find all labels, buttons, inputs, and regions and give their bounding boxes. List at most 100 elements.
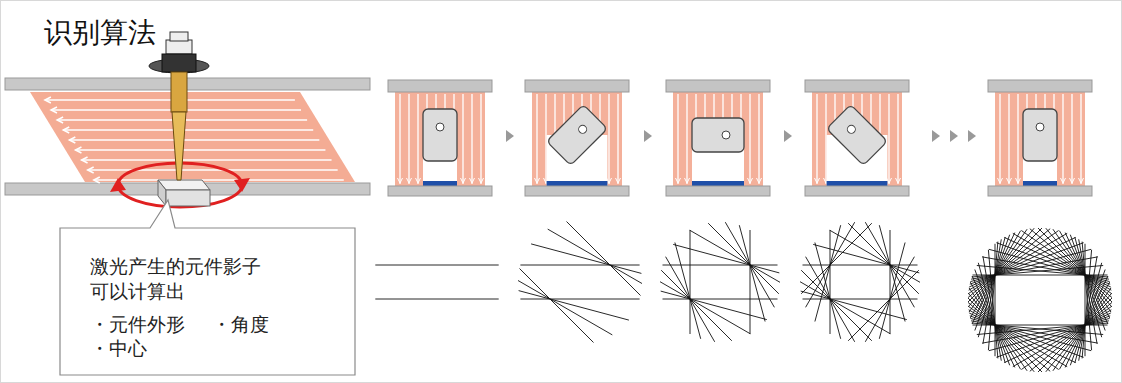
shadow-edge [995, 244, 996, 356]
component-body [423, 109, 457, 161]
stroke [408, 94, 409, 184]
stroke [1061, 178, 1066, 183]
stroke [416, 178, 421, 183]
shadow-edge [803, 299, 918, 300]
stroke [75, 149, 325, 151]
shadow-edge [815, 225, 841, 321]
stroke [51, 107, 57, 113]
arrow-head [110, 178, 126, 192]
rail [388, 186, 492, 196]
stroke [1070, 178, 1075, 183]
rail [666, 186, 770, 196]
laser-field [673, 92, 763, 186]
shadow-edge [663, 265, 778, 266]
rail [525, 80, 629, 92]
stroke [758, 94, 759, 184]
stroke [94, 177, 100, 183]
stroke [45, 97, 51, 103]
shadow-edge [970, 243, 1084, 285]
component-side [158, 180, 166, 206]
shadow-edge [739, 225, 765, 321]
component-body [547, 105, 608, 166]
shadow-edge [879, 243, 905, 339]
stroke [616, 178, 621, 183]
stroke [399, 94, 400, 184]
component-front [166, 190, 210, 206]
stroke [757, 178, 762, 183]
shadow-edge [708, 223, 779, 294]
shadow-edge [673, 244, 779, 273]
stroke [471, 94, 472, 184]
stroke [897, 94, 898, 184]
shadow-edge [675, 243, 701, 339]
laser-illustration [5, 32, 370, 375]
shadow-edge [518, 281, 612, 335]
callout-item: ・中心 [90, 336, 147, 361]
stroke [888, 94, 889, 184]
component-body [692, 118, 744, 152]
stroke [1016, 178, 1021, 183]
shadow-edge [1021, 306, 1111, 369]
stroke [94, 179, 344, 181]
component-mark [577, 124, 588, 135]
shadow-edge [690, 230, 691, 334]
diagram-title: 识别算法 [44, 14, 156, 52]
laser-field [812, 92, 902, 186]
shadow-edge [801, 223, 872, 294]
shadow-edge [975, 235, 1010, 331]
stroke [63, 129, 313, 131]
shadow-edge [1004, 313, 1110, 363]
stroke [1071, 94, 1072, 184]
nozzle-tip [172, 112, 186, 180]
shadow-edge [968, 231, 1058, 294]
shadow-edge [972, 266, 1103, 278]
shadow-edge [830, 230, 831, 334]
shadow-edge [1085, 244, 1086, 356]
stroke [536, 94, 537, 184]
stroke [998, 178, 1003, 183]
stroke [676, 178, 681, 183]
shadow-edge [996, 316, 1110, 358]
shadow-edge [520, 299, 639, 300]
stroke [63, 127, 69, 133]
callout-box: 激光产生的元件影子 可以计算出・元件外形・角度・中心 [62, 232, 353, 373]
stroke [815, 178, 820, 183]
shadow-edge [661, 291, 767, 320]
laser-beams [45, 97, 344, 183]
component [1023, 109, 1057, 161]
laser-frame [805, 80, 909, 196]
callout-shape [60, 200, 355, 375]
step-arrows [506, 130, 976, 142]
component-body [1023, 109, 1057, 161]
rail [525, 186, 629, 196]
stroke [462, 94, 463, 184]
shadow-edge [548, 229, 642, 283]
rail [805, 80, 909, 92]
stroke [677, 94, 678, 184]
stroke [1079, 178, 1084, 183]
component-body [827, 105, 888, 166]
stroke [82, 157, 88, 163]
shadow-edge [968, 302, 1050, 371]
shadow-edge [1030, 229, 1112, 298]
arrow-head [234, 178, 250, 192]
stroke [1062, 94, 1063, 184]
component-mark [846, 124, 857, 135]
component [423, 109, 457, 161]
laser-frame [988, 80, 1092, 196]
stroke [1007, 178, 1012, 183]
stroke [461, 178, 466, 183]
stroke [480, 94, 481, 184]
rail [388, 80, 492, 92]
shadow-edge [848, 223, 919, 294]
stroke [535, 178, 540, 183]
stroke [398, 178, 403, 183]
shadow-edge [801, 270, 872, 341]
stroke [608, 94, 609, 184]
laser-frames [388, 80, 1092, 196]
component [827, 105, 888, 166]
nozzle-head [170, 32, 188, 41]
stroke [896, 178, 901, 183]
